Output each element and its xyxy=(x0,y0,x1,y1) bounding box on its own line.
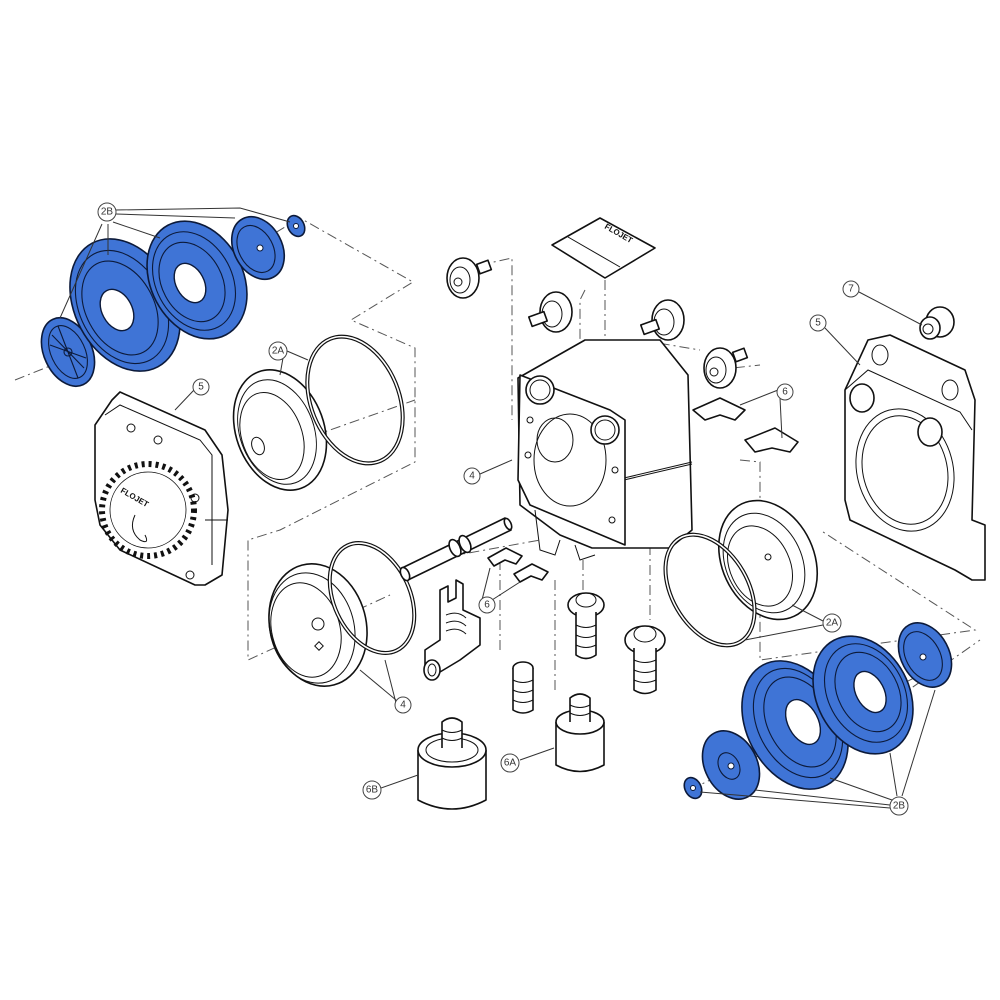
svg-text:5: 5 xyxy=(198,382,204,393)
callout-2a-right[interactable]: 2A xyxy=(822,613,842,633)
o-ring-left xyxy=(305,334,405,466)
svg-text:6: 6 xyxy=(782,387,788,398)
cam-bracket[interactable] xyxy=(423,579,481,681)
diaphragm-large-2 xyxy=(812,635,914,755)
o-ring-bottom-left xyxy=(327,541,417,655)
check-valve-2[interactable] xyxy=(527,291,573,333)
callout-6b[interactable]: 6B xyxy=(362,780,382,800)
barb-fitting-1[interactable] xyxy=(567,592,605,660)
svg-text:5: 5 xyxy=(815,318,821,329)
outer-plate xyxy=(230,215,286,281)
port-fitting-6a[interactable] xyxy=(555,693,605,773)
retaining-clip-upper-right[interactable] xyxy=(692,397,746,421)
callout-6-center[interactable]: 6 xyxy=(478,596,496,614)
outer-diaphragm-left-2a[interactable] xyxy=(217,357,342,504)
callout-5-right[interactable]: 5 xyxy=(809,314,827,332)
diaphragm-kit-2b-lower[interactable] xyxy=(681,614,962,809)
callout-2a-left[interactable]: 2A xyxy=(268,341,288,361)
o-ring-right xyxy=(663,532,757,648)
svg-text:2A: 2A xyxy=(272,346,285,357)
port-fitting-6b[interactable] xyxy=(417,717,487,810)
callout-4-center[interactable]: 4 xyxy=(463,467,481,485)
inner-plate xyxy=(701,730,761,800)
callout-5-left[interactable]: 5 xyxy=(192,378,210,396)
retaining-clip-lower-right[interactable] xyxy=(744,427,799,453)
svg-text:2B: 2B xyxy=(893,801,906,812)
end-cap-right[interactable] xyxy=(843,334,986,581)
outer-plate xyxy=(897,622,953,688)
svg-text:6B: 6B xyxy=(366,785,379,796)
svg-text:4: 4 xyxy=(469,471,475,482)
check-valve-3[interactable] xyxy=(639,299,685,341)
retaining-clip-center-1[interactable] xyxy=(487,547,523,567)
washer xyxy=(683,776,703,800)
callout-6-right[interactable]: 6 xyxy=(776,383,794,401)
outer-diaphragm-right-2a[interactable] xyxy=(700,484,836,635)
end-cap-left[interactable]: FLOJET xyxy=(94,391,229,586)
vent-ring xyxy=(99,461,197,559)
svg-text:2B: 2B xyxy=(101,207,114,218)
piston-cup[interactable] xyxy=(256,553,381,698)
callout-2b-bottom[interactable]: 2B xyxy=(889,796,909,816)
svg-text:7: 7 xyxy=(848,284,854,295)
label-plate: FLOJET xyxy=(551,217,656,279)
washer xyxy=(286,214,306,238)
center-housing[interactable] xyxy=(517,339,693,561)
callout-4-bottom[interactable]: 4 xyxy=(394,696,412,714)
leader-lines xyxy=(59,207,936,809)
svg-text:6A: 6A xyxy=(504,758,517,769)
retaining-clip-center-2[interactable] xyxy=(513,563,549,583)
barb-fitting-2[interactable] xyxy=(624,625,666,695)
svg-text:2A: 2A xyxy=(826,618,839,629)
spider-plate xyxy=(40,317,96,387)
diaphragm-large-2 xyxy=(146,220,248,340)
shaft[interactable] xyxy=(398,517,513,582)
callout-7[interactable]: 7 xyxy=(842,280,860,298)
check-valve-1[interactable] xyxy=(446,257,493,299)
callout-2b-top[interactable]: 2B xyxy=(97,202,117,222)
barb-fitting-3[interactable] xyxy=(512,661,534,714)
svg-text:4: 4 xyxy=(400,700,406,711)
svg-text:6: 6 xyxy=(484,600,490,611)
callout-6a[interactable]: 6A xyxy=(500,753,520,773)
check-valve-4[interactable] xyxy=(703,347,749,389)
plug-7[interactable] xyxy=(919,306,955,340)
diaphragm-kit-2b-upper[interactable] xyxy=(31,204,308,395)
